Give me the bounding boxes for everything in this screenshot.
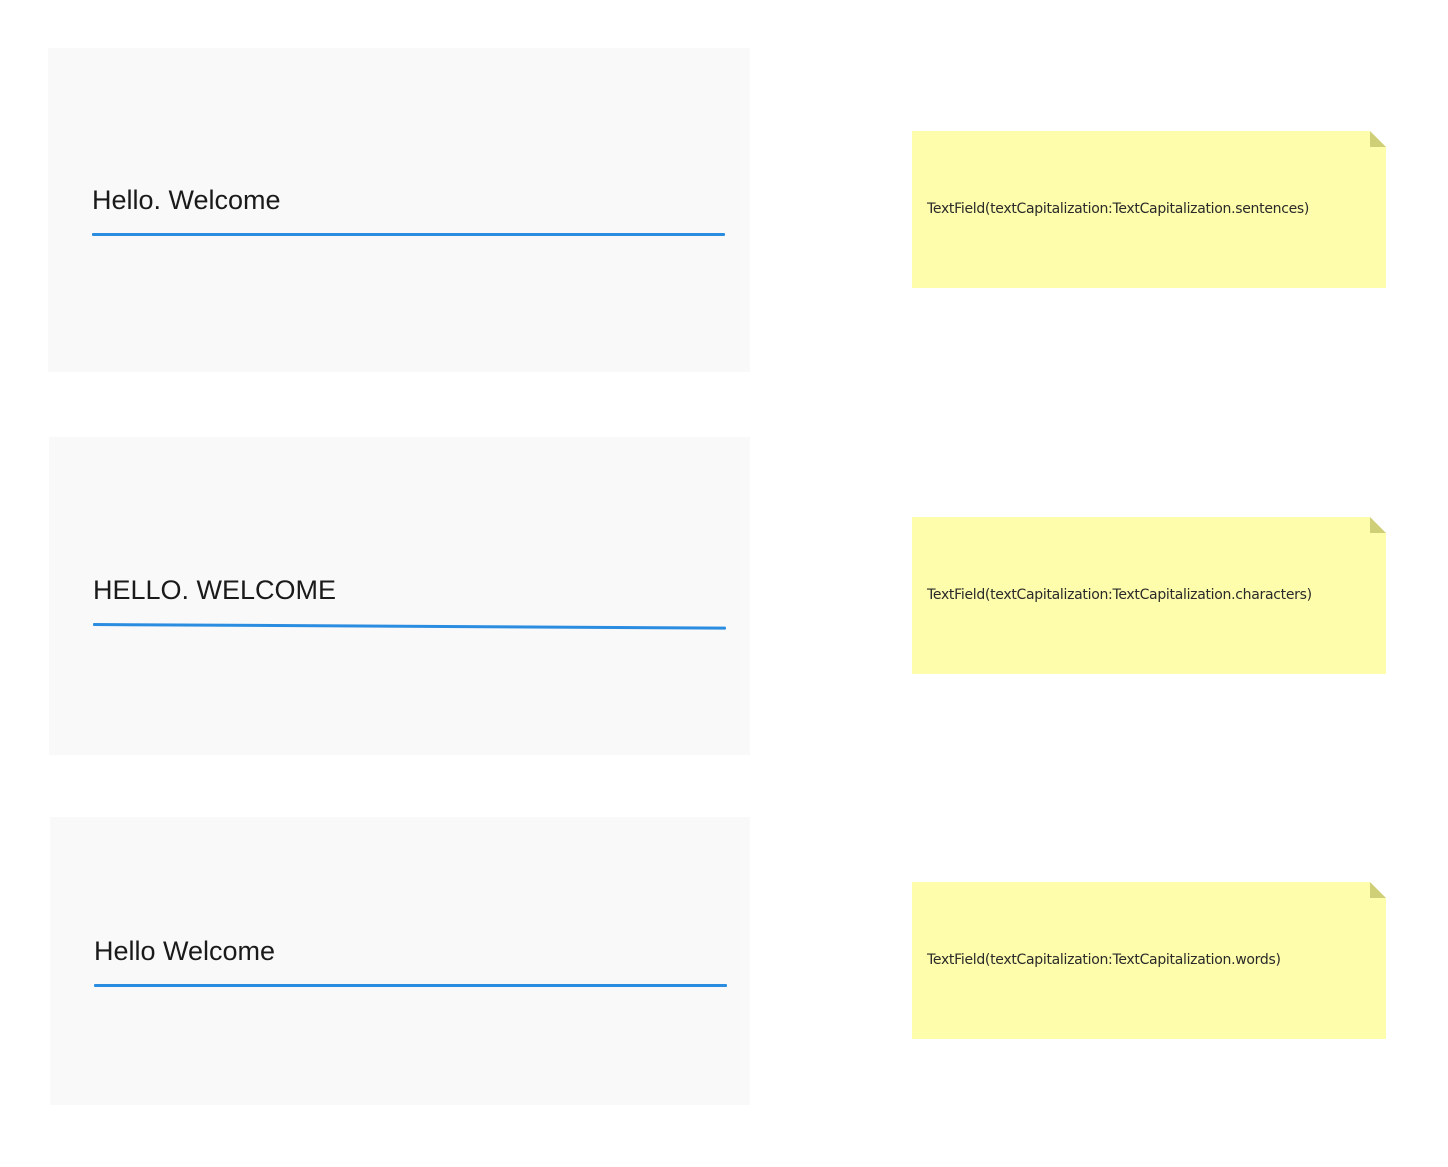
note-corner-fold-icon <box>1370 517 1386 533</box>
text-field-sentences[interactable]: Hello. Welcome <box>92 183 725 236</box>
textfield-demo-panel-words: Hello Welcome <box>50 817 750 1105</box>
note-corner-fold-icon <box>1370 882 1386 898</box>
textfield-demo-panel-characters: HELLO. WELCOME <box>49 437 750 755</box>
text-field-focus-underline <box>94 984 727 987</box>
sticky-note-characters: TextField(textCapitalization:TextCapital… <box>912 517 1386 674</box>
text-field-characters[interactable]: HELLO. WELCOME <box>92 573 726 630</box>
sticky-note-sentences: TextField(textCapitalization:TextCapital… <box>912 131 1386 288</box>
note-text: TextField(textCapitalization:TextCapital… <box>927 952 1281 968</box>
text-field-focus-underline <box>92 623 726 630</box>
textfield-demo-panel-sentences: Hello. Welcome <box>48 48 750 372</box>
sticky-note-words: TextField(textCapitalization:TextCapital… <box>912 882 1386 1039</box>
text-field-value[interactable]: Hello. Welcome <box>92 185 281 215</box>
text-field-words[interactable]: Hello Welcome <box>94 934 727 987</box>
note-text: TextField(textCapitalization:TextCapital… <box>927 201 1310 217</box>
note-text: TextField(textCapitalization:TextCapital… <box>927 587 1312 603</box>
note-corner-fold-icon <box>1370 131 1386 147</box>
text-field-value[interactable]: HELLO. WELCOME <box>93 575 337 605</box>
text-field-value[interactable]: Hello Welcome <box>94 936 276 966</box>
text-field-focus-underline <box>92 233 725 236</box>
